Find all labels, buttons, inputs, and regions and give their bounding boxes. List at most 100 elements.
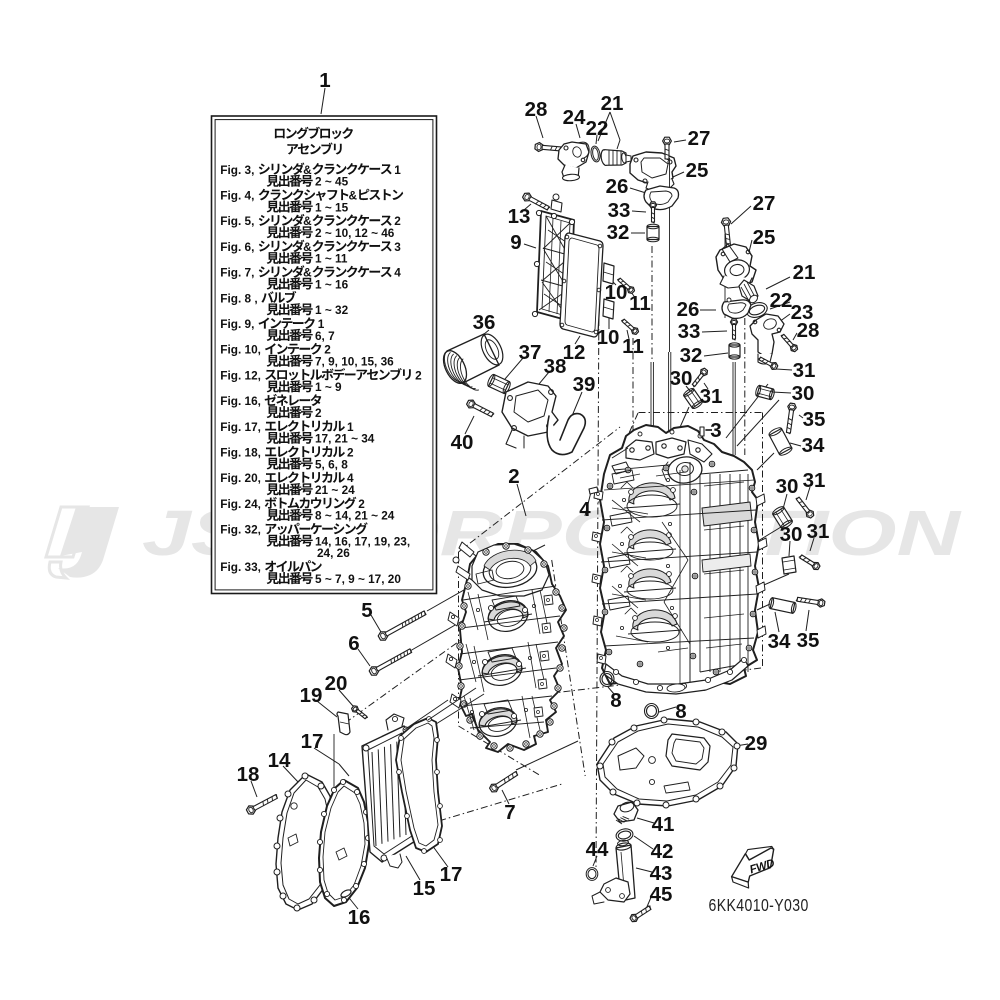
svg-text:2: 2 [324,343,331,357]
svg-text:17: 17 [301,730,324,753]
svg-text:6KK4010-Y030: 6KK4010-Y030 [709,897,809,916]
svg-text:33: 33 [608,199,631,222]
svg-text:Fig. 32,: Fig. 32, [220,523,261,537]
svg-text:Fig. 6,: Fig. 6, [220,240,254,254]
svg-text:&: & [303,266,312,280]
svg-text:12: 12 [563,341,586,364]
svg-text:16: 16 [348,906,371,929]
svg-text:31: 31 [807,520,830,543]
svg-text:Fig. 7,: Fig. 7, [220,266,254,280]
svg-text:29: 29 [745,732,768,755]
svg-text:2 ~ 45: 2 ~ 45 [315,175,349,189]
svg-text:33: 33 [678,320,701,343]
svg-text:31: 31 [803,469,826,492]
svg-text:1: 1 [394,163,401,177]
svg-text:24, 26: 24, 26 [317,546,350,560]
svg-text:35: 35 [803,408,826,431]
svg-text:11: 11 [629,292,651,315]
svg-text:15: 15 [413,877,436,900]
svg-text:Fig. 24,: Fig. 24, [220,497,261,511]
svg-text:31: 31 [700,385,723,408]
svg-text:30: 30 [776,475,799,498]
svg-text:34: 34 [768,630,791,653]
svg-text:Fig. 20,: Fig. 20, [220,471,261,485]
svg-text:17: 17 [440,863,463,886]
svg-text:25: 25 [753,226,776,249]
svg-text:38: 38 [544,355,567,378]
svg-text:2: 2 [358,497,365,511]
svg-text:&: & [303,163,312,177]
svg-text:31: 31 [793,359,816,382]
svg-text:8 ~ 14, 21 ~ 24: 8 ~ 14, 21 ~ 24 [315,509,395,523]
svg-text:1: 1 [319,69,330,92]
svg-text:13: 13 [508,205,531,228]
svg-text:5: 5 [361,599,372,622]
svg-text:8: 8 [610,689,621,712]
svg-text:39: 39 [573,373,596,396]
svg-text:Fig. 8 ,: Fig. 8 , [220,291,257,305]
svg-text:Fig. 18,: Fig. 18, [220,446,261,460]
svg-text:1 ~ 11: 1 ~ 11 [315,252,348,266]
svg-text:Fig. 12,: Fig. 12, [220,368,261,382]
svg-text:34: 34 [802,434,825,457]
svg-text:22: 22 [770,289,793,312]
svg-text:3: 3 [394,240,401,254]
svg-text:30: 30 [792,382,815,405]
svg-text:5 ~ 7, 9 ~ 17, 20: 5 ~ 7, 9 ~ 17, 20 [315,572,401,586]
svg-text:3: 3 [710,419,721,442]
svg-text:4: 4 [579,498,591,521]
svg-text:36: 36 [473,311,496,334]
svg-text:30: 30 [670,367,693,390]
svg-text:&: & [303,240,312,254]
svg-text:32: 32 [680,344,703,367]
svg-text:7, 9, 10, 15, 36: 7, 9, 10, 15, 36 [315,355,394,369]
svg-text:37: 37 [519,341,542,364]
svg-text:25: 25 [686,159,709,182]
svg-text:1: 1 [347,420,354,434]
svg-text:21: 21 [793,261,816,284]
svg-text:6, 7: 6, 7 [315,329,335,343]
svg-text:4: 4 [394,266,401,280]
svg-text:43: 43 [650,862,673,885]
svg-text:&: & [349,189,358,203]
svg-text:41: 41 [652,813,675,836]
svg-text:32: 32 [607,221,630,244]
svg-text:23: 23 [791,301,814,324]
svg-text:11: 11 [622,335,644,358]
svg-text:30: 30 [780,523,803,546]
svg-text:35: 35 [797,629,820,652]
svg-text:2: 2 [315,406,322,420]
svg-text:&: & [303,214,312,228]
svg-text:Fig. 16,: Fig. 16, [220,394,261,408]
svg-text:27: 27 [753,192,776,215]
svg-text:6: 6 [348,632,359,655]
svg-text:26: 26 [677,298,700,321]
svg-text:1: 1 [318,317,325,331]
svg-text:Fig. 3,: Fig. 3, [220,163,254,177]
svg-text:44: 44 [586,838,609,861]
svg-text:19: 19 [300,684,323,707]
svg-text:28: 28 [797,319,820,342]
svg-text:14: 14 [268,749,291,772]
svg-text:42: 42 [651,840,674,863]
svg-text:28: 28 [525,98,548,121]
svg-text:18: 18 [237,763,260,786]
svg-text:4: 4 [347,471,354,485]
svg-text:2: 2 [394,214,401,228]
svg-text:1 ~ 32: 1 ~ 32 [315,303,349,317]
svg-text:Fig. 10,: Fig. 10, [220,343,261,357]
svg-text:10: 10 [605,281,628,304]
svg-text:2 ~ 10, 12 ~ 46: 2 ~ 10, 12 ~ 46 [315,226,395,240]
svg-text:45: 45 [650,883,673,906]
svg-text:Fig. 33,: Fig. 33, [220,560,261,574]
svg-text:8: 8 [675,700,686,723]
svg-text:5, 6, 8: 5, 6, 8 [315,457,348,471]
svg-text:27: 27 [688,127,711,150]
svg-text:17, 21 ~ 34: 17, 21 ~ 34 [315,432,375,446]
svg-text:10: 10 [597,326,620,349]
svg-text:1 ~ 9: 1 ~ 9 [315,380,342,394]
svg-text:Fig. 17,: Fig. 17, [220,420,261,434]
svg-text:21: 21 [601,92,624,115]
svg-text:2: 2 [508,465,519,488]
svg-text:Fig. 5,: Fig. 5, [220,214,254,228]
